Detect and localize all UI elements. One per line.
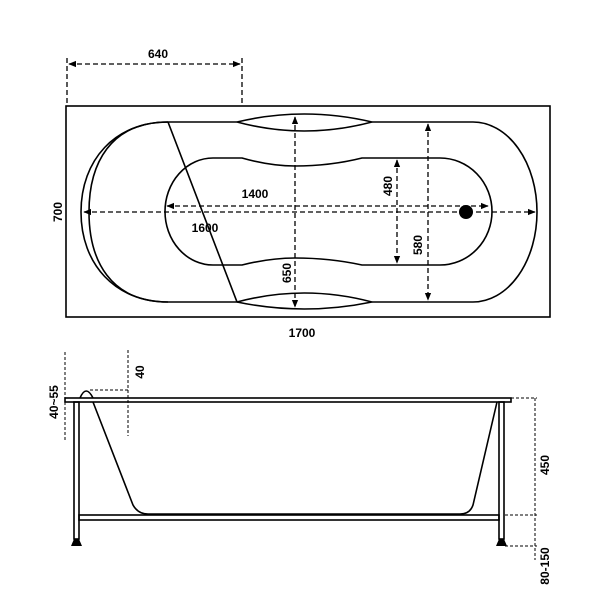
dim-640: 640 bbox=[148, 47, 168, 61]
dim-580: 580 bbox=[411, 235, 425, 255]
right-foot bbox=[496, 539, 507, 546]
dim-650: 650 bbox=[280, 263, 294, 283]
dim-1400: 1400 bbox=[242, 187, 269, 201]
dim-80-150: 80-150 bbox=[538, 547, 552, 585]
inner-basin bbox=[164, 157, 493, 266]
outer-shell-edge bbox=[80, 121, 169, 303]
basin-profile bbox=[92, 401, 498, 515]
tub-outline-rect bbox=[65, 105, 551, 318]
top-handle bbox=[236, 113, 373, 132]
top-view: 640 1400 1600 480 580 650 700 1700 bbox=[51, 47, 551, 340]
dim-1700: 1700 bbox=[289, 326, 316, 340]
rim bbox=[64, 397, 512, 403]
dim-480: 480 bbox=[381, 176, 395, 196]
headrest bbox=[79, 390, 94, 399]
crossbar bbox=[78, 514, 500, 521]
left-foot bbox=[71, 539, 82, 546]
side-view: 40~55 40 450 80-150 bbox=[47, 350, 552, 585]
dim-40-55: 40~55 bbox=[47, 385, 61, 419]
dim-450: 450 bbox=[538, 455, 552, 475]
bottom-handle bbox=[236, 292, 373, 310]
dim-700: 700 bbox=[51, 202, 65, 222]
dim-40: 40 bbox=[133, 365, 147, 379]
dim-1600: 1600 bbox=[192, 221, 219, 235]
